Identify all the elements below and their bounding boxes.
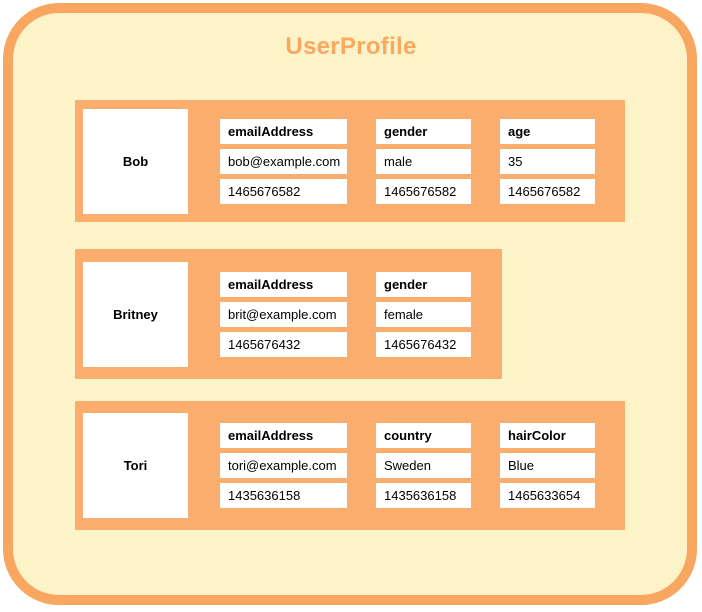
- column-name: emailAddress: [220, 423, 347, 448]
- column-timestamp: 1465676432: [220, 331, 347, 357]
- column-emailaddress: emailAddress tori@example.com 1435636158: [220, 423, 347, 508]
- column-name: gender: [376, 118, 471, 144]
- column-gender: gender female 1465676432: [376, 271, 471, 357]
- column-name: gender: [376, 271, 471, 297]
- column-emailaddress: emailAddress bob@example.com 1465676582: [220, 118, 347, 204]
- column-timestamp: 1465633654: [500, 483, 595, 508]
- column-value: female: [376, 301, 471, 327]
- column-age: age 35 1465676582: [500, 118, 595, 204]
- column-name: emailAddress: [220, 118, 347, 144]
- column-haircolor: hairColor Blue 1465633654: [500, 423, 595, 508]
- column-value: Blue: [500, 453, 595, 478]
- column-name: emailAddress: [220, 271, 347, 297]
- column-timestamp: 1465676582: [500, 178, 595, 204]
- column-value: brit@example.com: [220, 301, 347, 327]
- row-bob: Bob emailAddress bob@example.com 1465676…: [75, 100, 625, 222]
- column-gender: gender male 1465676582: [376, 118, 471, 204]
- column-name: hairColor: [500, 423, 595, 448]
- column-name: age: [500, 118, 595, 144]
- column-timestamp: 1435636158: [220, 483, 347, 508]
- row-key: Bob: [83, 108, 188, 214]
- row-tori: Tori emailAddress tori@example.com 14356…: [75, 401, 625, 530]
- column-value: tori@example.com: [220, 453, 347, 478]
- column-timestamp: 1465676582: [220, 178, 347, 204]
- column-value: male: [376, 148, 471, 174]
- row-britney: Britney emailAddress brit@example.com 14…: [75, 249, 502, 379]
- column-timestamp: 1465676432: [376, 331, 471, 357]
- column-timestamp: 1465676582: [376, 178, 471, 204]
- column-value: Sweden: [376, 453, 471, 478]
- column-country: country Sweden 1435636158: [376, 423, 471, 508]
- row-key: Tori: [83, 413, 188, 518]
- column-group: emailAddress brit@example.com 1465676432…: [220, 271, 471, 357]
- column-value: bob@example.com: [220, 148, 347, 174]
- column-name: country: [376, 423, 471, 448]
- row-key: Britney: [83, 261, 188, 367]
- column-group: emailAddress bob@example.com 1465676582 …: [220, 118, 595, 204]
- column-group: emailAddress tori@example.com 1435636158…: [220, 423, 595, 508]
- page-title: UserProfile: [285, 33, 417, 60]
- column-timestamp: 1435636158: [376, 483, 471, 508]
- column-value: 35: [500, 148, 595, 174]
- column-emailaddress: emailAddress brit@example.com 1465676432: [220, 271, 347, 357]
